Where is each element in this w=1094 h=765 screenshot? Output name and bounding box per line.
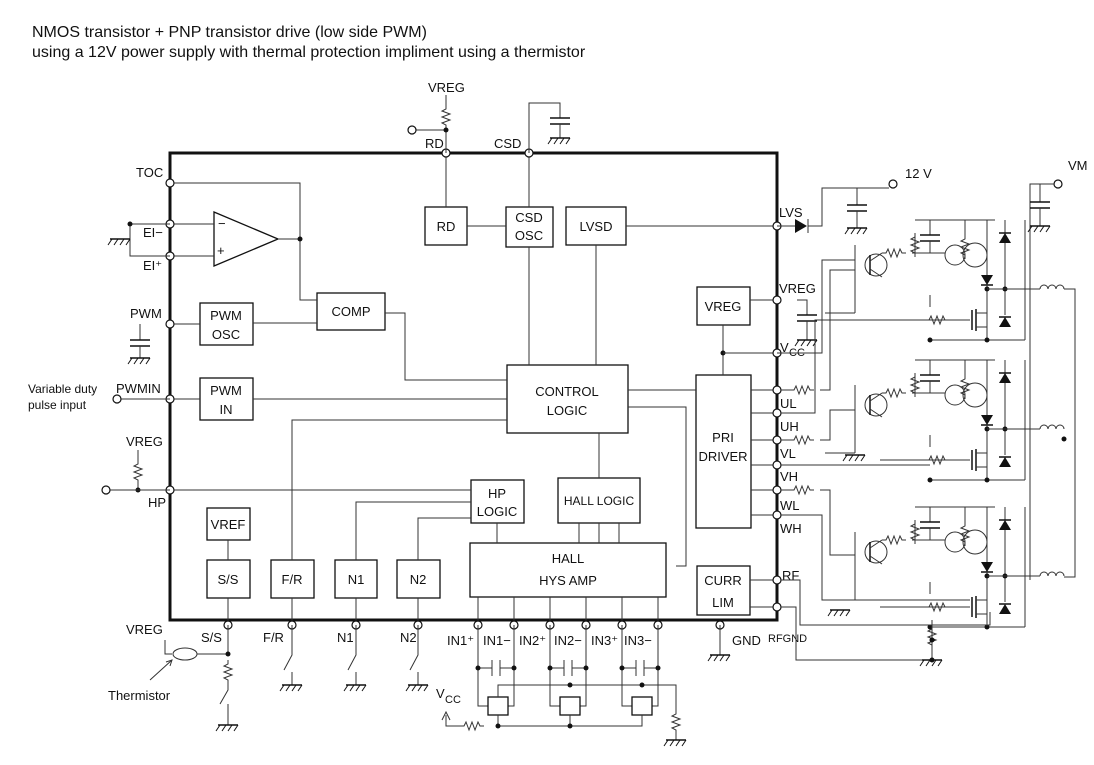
comparator-opamp: −+ bbox=[213, 211, 280, 267]
phase-u-bridge bbox=[825, 220, 1064, 343]
svg-text:IN1⁺: IN1⁺ bbox=[447, 633, 474, 648]
comp-block: COMP bbox=[316, 292, 386, 331]
svg-text:IN2−: IN2− bbox=[554, 633, 582, 648]
svg-text:V: V bbox=[436, 686, 445, 701]
control-logic-block: CONTROL LOGIC bbox=[506, 364, 629, 434]
svg-text:DRIVER: DRIVER bbox=[698, 449, 747, 464]
svg-text:−: − bbox=[218, 216, 226, 231]
svg-text:VREF: VREF bbox=[211, 517, 246, 532]
diagram-title-line1: NMOS transistor + PNP transistor drive (… bbox=[32, 24, 427, 41]
svg-text:V: V bbox=[780, 340, 789, 355]
svg-text:HP: HP bbox=[148, 495, 166, 510]
ss-block: S/S bbox=[206, 559, 251, 599]
svg-text:RFGND: RFGND bbox=[768, 633, 807, 645]
rd-block: RD bbox=[424, 206, 468, 246]
svg-text:TOC: TOC bbox=[136, 165, 163, 180]
thermistor-symbol bbox=[172, 647, 198, 661]
n2-block: N2 bbox=[396, 559, 441, 599]
svg-text:IN3−: IN3− bbox=[624, 633, 652, 648]
pri-driver-block: PRI DRIVER bbox=[695, 374, 752, 529]
svg-text:PWM: PWM bbox=[210, 308, 242, 323]
svg-text:EI⁺: EI⁺ bbox=[143, 258, 162, 273]
hall-hys-amp-block: HALL HYS AMP bbox=[469, 542, 667, 598]
svg-text:S/S: S/S bbox=[218, 572, 239, 587]
svg-text:RD: RD bbox=[425, 136, 444, 151]
svg-text:OSC: OSC bbox=[212, 327, 240, 342]
svg-text:+: + bbox=[217, 243, 225, 258]
svg-text:GND: GND bbox=[732, 633, 761, 648]
svg-text:F/R: F/R bbox=[282, 572, 303, 587]
svg-text:LOGIC: LOGIC bbox=[477, 504, 517, 519]
svg-text:IN3⁺: IN3⁺ bbox=[591, 633, 618, 648]
vreg-block: VREG bbox=[696, 286, 751, 326]
svg-text:WH: WH bbox=[780, 521, 802, 536]
svg-text:VM: VM bbox=[1068, 158, 1088, 173]
svg-text:CONTROL: CONTROL bbox=[535, 384, 599, 399]
svg-text:PRI: PRI bbox=[712, 430, 734, 445]
svg-text:Thermistor: Thermistor bbox=[108, 688, 171, 703]
svg-text:EI−: EI− bbox=[143, 225, 163, 240]
svg-text:OSC: OSC bbox=[515, 228, 543, 243]
svg-text:CSD: CSD bbox=[494, 136, 521, 151]
svg-text:VREG: VREG bbox=[705, 299, 742, 314]
svg-text:RF: RF bbox=[782, 568, 799, 583]
svg-text:CSD: CSD bbox=[515, 210, 542, 225]
svg-text:pulse input: pulse input bbox=[28, 398, 87, 412]
phase-v-bridge bbox=[825, 360, 1064, 483]
svg-text:VH: VH bbox=[780, 469, 798, 484]
svg-text:Variable duty: Variable duty bbox=[28, 382, 97, 396]
svg-text:LOGIC: LOGIC bbox=[547, 403, 587, 418]
lvsd-block: LVSD bbox=[565, 206, 627, 246]
vref-block: VREF bbox=[206, 507, 251, 541]
svg-text:COMP: COMP bbox=[332, 304, 371, 319]
svg-text:CC: CC bbox=[445, 694, 461, 706]
diagram-title-line2: using a 12V power supply with thermal pr… bbox=[32, 44, 586, 61]
svg-text:IN2⁺: IN2⁺ bbox=[519, 633, 546, 648]
svg-text:RD: RD bbox=[437, 219, 456, 234]
svg-text:12 V: 12 V bbox=[905, 166, 932, 181]
svg-text:VREG: VREG bbox=[428, 80, 465, 95]
curr-lim-block: CURR LIM bbox=[696, 565, 751, 616]
svg-text:VL: VL bbox=[780, 446, 796, 461]
svg-text:LVSD: LVSD bbox=[580, 219, 613, 234]
svg-text:N1: N1 bbox=[337, 630, 354, 645]
svg-text:N2: N2 bbox=[410, 572, 427, 587]
svg-text:LIM: LIM bbox=[712, 595, 734, 610]
svg-text:VREG: VREG bbox=[126, 622, 163, 637]
svg-text:HP: HP bbox=[488, 486, 506, 501]
pin-labels: TOC EI− EI⁺ PWM PWM IN HP RD CSD LVS VREG… bbox=[116, 136, 816, 648]
hall-logic-block: HALL LOGIC bbox=[557, 477, 641, 524]
n1-block: N1 bbox=[334, 559, 378, 599]
pwm-in-block: PWM IN bbox=[199, 377, 254, 421]
pwm-osc-block: PWM OSC bbox=[199, 302, 254, 346]
svg-text:S/S: S/S bbox=[201, 630, 222, 645]
svg-text:VREG: VREG bbox=[779, 281, 816, 296]
power-stage: 12 V VM bbox=[777, 158, 1088, 667]
svg-text:VREG: VREG bbox=[126, 434, 163, 449]
svg-text:UL: UL bbox=[780, 396, 797, 411]
svg-text:PWM: PWM bbox=[210, 383, 242, 398]
svg-text:IN: IN bbox=[220, 402, 233, 417]
phase-w-bridge bbox=[825, 507, 1064, 630]
hp-logic-block: HP LOGIC bbox=[470, 479, 525, 524]
svg-text:HYS AMP: HYS AMP bbox=[539, 573, 597, 588]
svg-text:F/R: F/R bbox=[263, 630, 284, 645]
svg-text:PWM: PWM bbox=[130, 306, 162, 321]
csd-osc-block: CSD OSC bbox=[505, 206, 554, 248]
svg-text:N2: N2 bbox=[400, 630, 417, 645]
svg-text:PWMIN: PWMIN bbox=[116, 381, 161, 396]
svg-text:CURR: CURR bbox=[704, 573, 742, 588]
svg-text:HALL LOGIC: HALL LOGIC bbox=[564, 494, 635, 508]
svg-text:IN1−: IN1− bbox=[483, 633, 511, 648]
svg-text:LVS: LVS bbox=[779, 205, 803, 220]
svg-text:HALL: HALL bbox=[552, 551, 585, 566]
svg-text:N1: N1 bbox=[348, 572, 365, 587]
svg-text:UH: UH bbox=[780, 419, 799, 434]
fr-block: F/R bbox=[270, 559, 315, 599]
svg-text:WL: WL bbox=[780, 498, 800, 513]
external-components: VREG Variable duty pulse input VREG VREG… bbox=[28, 80, 731, 747]
